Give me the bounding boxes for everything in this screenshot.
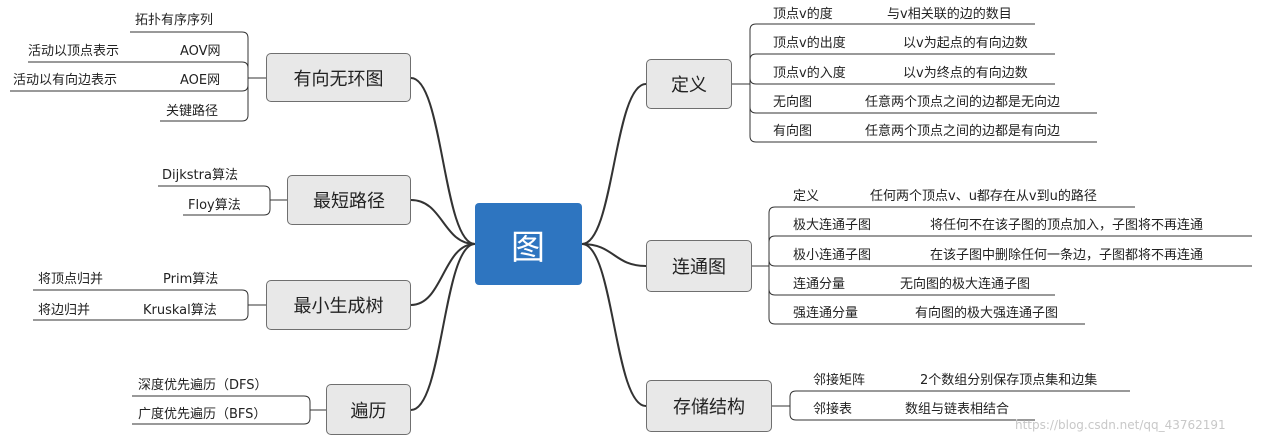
leaf-undirected-graph[interactable]: 无向图 (773, 95, 813, 110)
topic-dag[interactable]: 有向无环图 (266, 53, 411, 102)
edge-sp-floyd (183, 200, 271, 216)
edge-def-outdegree (749, 53, 1055, 84)
leaf-maximal-connected-subgraph[interactable]: 极大连通子图 (793, 218, 872, 233)
edge-mst-kruskal (33, 305, 249, 321)
leaf-strongly-connected-desc: 有向图的极大强连通子图 (915, 306, 1059, 321)
edge-conn-def (768, 206, 1135, 266)
leaf-bfs[interactable]: 广度优先遍历（BFS） (138, 407, 267, 422)
leaf-connected-component-desc: 无向图的极大连通子图 (900, 277, 1031, 292)
leaf-kruskal-desc: 将边归并 (38, 303, 91, 318)
edge-store-matrix (789, 390, 1130, 406)
edge-sp-dijkstra (158, 185, 271, 200)
leaf-prim-desc: 将顶点归并 (38, 272, 104, 287)
topic-shortest-path[interactable]: 最短路径 (287, 175, 411, 225)
leaf-minimal-connected-subgraph[interactable]: 极小连通子图 (793, 248, 872, 263)
edge-conn-strong (768, 266, 1085, 325)
edge-center-dag (410, 77, 476, 245)
leaf-connectivity-definition[interactable]: 定义 (793, 189, 820, 204)
leaf-out-degree[interactable]: 顶点v的出度 (773, 36, 846, 51)
edge-def-degree (749, 23, 1035, 84)
edge-conn-maximal (768, 235, 1252, 266)
edge-center-shortest-path (410, 199, 476, 245)
leaf-adjacency-list[interactable]: 邻接表 (813, 402, 853, 417)
leaf-in-degree[interactable]: 顶点v的入度 (773, 66, 846, 81)
leaf-aoe-desc: 活动以有向边表示 (13, 73, 118, 88)
edge-center-traversal (410, 243, 476, 411)
leaf-kruskal[interactable]: Kruskal算法 (143, 303, 217, 318)
leaf-adjacency-list-desc: 数组与链表相结合 (905, 402, 1010, 417)
edge-def-indegree (749, 77, 1055, 85)
leaf-connectivity-definition-desc: 任何两个顶点v、u都存在从v到u的路径 (870, 189, 1097, 204)
leaf-critical-path[interactable]: 关键路径 (166, 104, 219, 119)
leaf-dijkstra[interactable]: Dijkstra算法 (162, 168, 238, 183)
watermark: https://blog.csdn.net/qq_43762191 (1015, 418, 1226, 432)
topic-definition[interactable]: 定义 (646, 59, 732, 109)
leaf-degree[interactable]: 顶点v的度 (773, 7, 833, 22)
topic-storage[interactable]: 存储结构 (646, 380, 772, 432)
leaf-adjacency-matrix[interactable]: 邻接矩阵 (813, 373, 866, 388)
topic-traversal[interactable]: 遍历 (326, 384, 411, 435)
leaf-degree-desc: 与v相关联的边的数目 (887, 7, 1012, 22)
edge-dag-critical (160, 78, 249, 122)
topic-mst[interactable]: 最小生成树 (266, 280, 411, 330)
edge-dag-topo (130, 31, 249, 78)
edge-def-directed (749, 84, 1097, 143)
edge-trav-bfs (132, 410, 311, 425)
central-topic[interactable]: 图 (475, 203, 582, 285)
edge-trav-dfs (132, 395, 311, 410)
leaf-directed-graph[interactable]: 有向图 (773, 124, 813, 139)
leaf-directed-desc: 任意两个顶点之间的边都是有向边 (865, 124, 1061, 139)
leaf-prim[interactable]: Prim算法 (163, 272, 219, 287)
edge-dag-aov (28, 61, 249, 78)
edge-conn-minimal (768, 259, 1252, 267)
edge-center-connected (581, 243, 647, 267)
edge-mst-prim (33, 289, 249, 305)
leaf-dfs[interactable]: 深度优先遍历（DFS） (138, 378, 268, 393)
edge-center-mst (410, 243, 476, 306)
leaf-connected-component[interactable]: 连通分量 (793, 277, 846, 292)
leaf-undirected-desc: 任意两个顶点之间的边都是无向边 (865, 95, 1061, 110)
leaf-floyd[interactable]: Floy算法 (188, 198, 241, 213)
leaf-topological-order[interactable]: 拓扑有序序列 (135, 13, 214, 28)
leaf-adjacency-matrix-desc: 2个数组分别保存顶点集和边集 (920, 373, 1098, 388)
leaf-maximal-connected-desc: 将任何不在该子图的顶点加入，子图将不再连通 (930, 218, 1204, 233)
edge-center-definition (581, 83, 647, 245)
leaf-aoe-network[interactable]: AOE网 (180, 73, 221, 88)
leaf-minimal-connected-desc: 在该子图中删除任何一条边，子图都将不再连通 (930, 248, 1204, 263)
leaf-aov-desc: 活动以顶点表示 (28, 44, 120, 59)
leaf-strongly-connected-component[interactable]: 强连通分量 (793, 306, 859, 321)
topic-connected-graph[interactable]: 连通图 (646, 240, 752, 292)
leaf-aov-network[interactable]: AOV网 (180, 44, 221, 59)
edge-store-list (789, 406, 1035, 421)
leaf-out-degree-desc: 以v为起点的有向边数 (903, 36, 1028, 51)
leaf-in-degree-desc: 以v为终点的有向边数 (903, 66, 1028, 81)
edge-center-storage (581, 243, 647, 407)
